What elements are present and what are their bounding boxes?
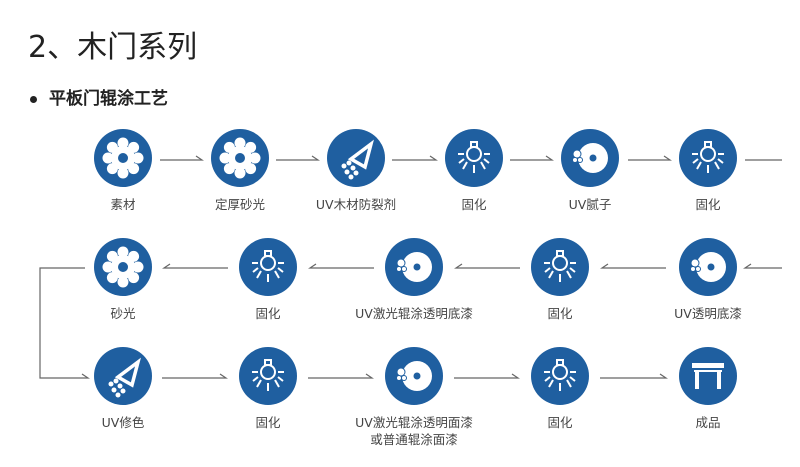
- step-node: [531, 238, 589, 296]
- step-label-text: 砂光: [110, 306, 136, 321]
- subsection-title: 平板门辊涂工艺: [30, 84, 168, 109]
- disc-icon: [385, 238, 443, 296]
- step-label-text: 固化: [255, 306, 281, 321]
- bulb-icon: [531, 347, 589, 405]
- bulb-icon: [445, 129, 503, 187]
- step-label: 成品: [628, 414, 788, 431]
- step-node: [94, 238, 152, 296]
- step-label: 固化: [480, 414, 640, 431]
- step-node: [679, 347, 737, 405]
- spray-icon: [94, 347, 152, 405]
- step-label-text: 成品: [695, 415, 721, 430]
- step-label-text: UV修色: [101, 415, 145, 430]
- step-node: [385, 238, 443, 296]
- disc-icon: [385, 347, 443, 405]
- step-label-text: 固化: [547, 306, 573, 321]
- gear-icon: [94, 238, 152, 296]
- bulb-icon: [679, 129, 737, 187]
- step-label: 固化: [394, 196, 554, 213]
- step-label: UV修色: [43, 414, 203, 431]
- step-node: [445, 129, 503, 187]
- bulb-icon: [239, 347, 297, 405]
- step-label-text: 固化: [695, 197, 721, 212]
- bulb-icon: [531, 238, 589, 296]
- step-node: [561, 129, 619, 187]
- spray-icon: [327, 129, 385, 187]
- bulb-icon: [239, 238, 297, 296]
- step-label: 定厚砂光: [160, 196, 320, 213]
- step-label: 固化: [188, 305, 348, 322]
- step-node: [239, 347, 297, 405]
- step-label: 砂光: [43, 305, 203, 322]
- step-label-text-2: 或普通辊涂面漆: [370, 432, 458, 447]
- table-icon: [679, 347, 737, 405]
- step-label: 固化: [480, 305, 640, 322]
- step-label-text: UV激光辊涂透明面漆: [355, 415, 473, 430]
- step-label: UV木材防裂剂: [276, 196, 436, 213]
- step-node: [94, 129, 152, 187]
- step-label-text: UV腻子: [568, 197, 612, 212]
- disc-icon: [561, 129, 619, 187]
- step-node: [679, 129, 737, 187]
- gear-icon: [211, 129, 269, 187]
- step-label: 素材: [43, 196, 203, 213]
- step-label-text: 固化: [255, 415, 281, 430]
- step-node: [531, 347, 589, 405]
- step-label-text: UV透明底漆: [674, 306, 742, 321]
- step-label-text: 定厚砂光: [214, 197, 265, 212]
- step-node: [679, 238, 737, 296]
- step-label: UV腻子: [510, 196, 670, 213]
- bullet-icon: [30, 95, 37, 103]
- gear-icon: [94, 129, 152, 187]
- step-label: 固化: [628, 196, 788, 213]
- step-node: [385, 347, 443, 405]
- step-label-text: 素材: [110, 197, 136, 212]
- step-label: UV激光辊涂透明底漆: [334, 305, 494, 322]
- step-node: [94, 347, 152, 405]
- step-label-text: 固化: [547, 415, 573, 430]
- step-label: UV激光辊涂透明面漆或普通辊涂面漆: [334, 414, 494, 448]
- step-node: [327, 129, 385, 187]
- step-label: 固化: [188, 414, 348, 431]
- step-label-text: 固化: [461, 197, 487, 212]
- step-label-text: UV激光辊涂透明底漆: [355, 306, 473, 321]
- step-label: UV透明底漆: [628, 305, 788, 322]
- section-title: 2、木门系列: [28, 30, 198, 65]
- disc-icon: [679, 238, 737, 296]
- step-node: [211, 129, 269, 187]
- subsection-label: 平板门辊涂工艺: [49, 89, 168, 109]
- step-label-text: UV木材防裂剂: [315, 197, 397, 212]
- step-node: [239, 238, 297, 296]
